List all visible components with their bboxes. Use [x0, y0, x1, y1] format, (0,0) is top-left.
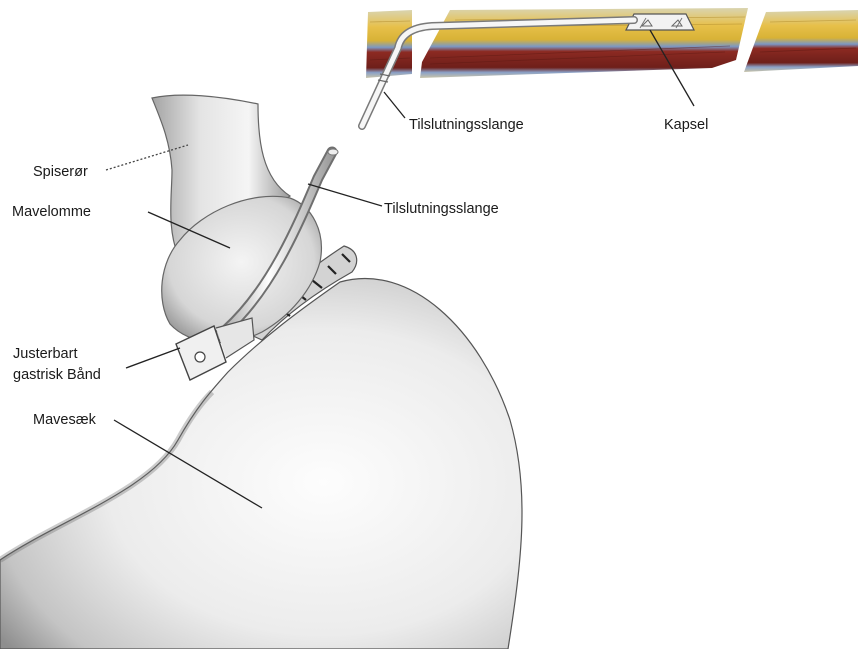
- label-tube-top: Tilslutningsslange: [409, 117, 524, 133]
- label-band-line1: Justerbart: [13, 346, 77, 362]
- label-pouch: Mavelomme: [12, 204, 91, 220]
- label-stomach: Mavesæk: [33, 412, 97, 428]
- label-tube-side: Tilslutningsslange: [384, 201, 499, 217]
- tissue-segment-right: [744, 10, 858, 72]
- label-esophagus: Spiserør: [33, 164, 88, 180]
- label-capsule: Kapsel: [664, 117, 708, 133]
- label-band-line2: gastrisk Bånd: [13, 367, 101, 383]
